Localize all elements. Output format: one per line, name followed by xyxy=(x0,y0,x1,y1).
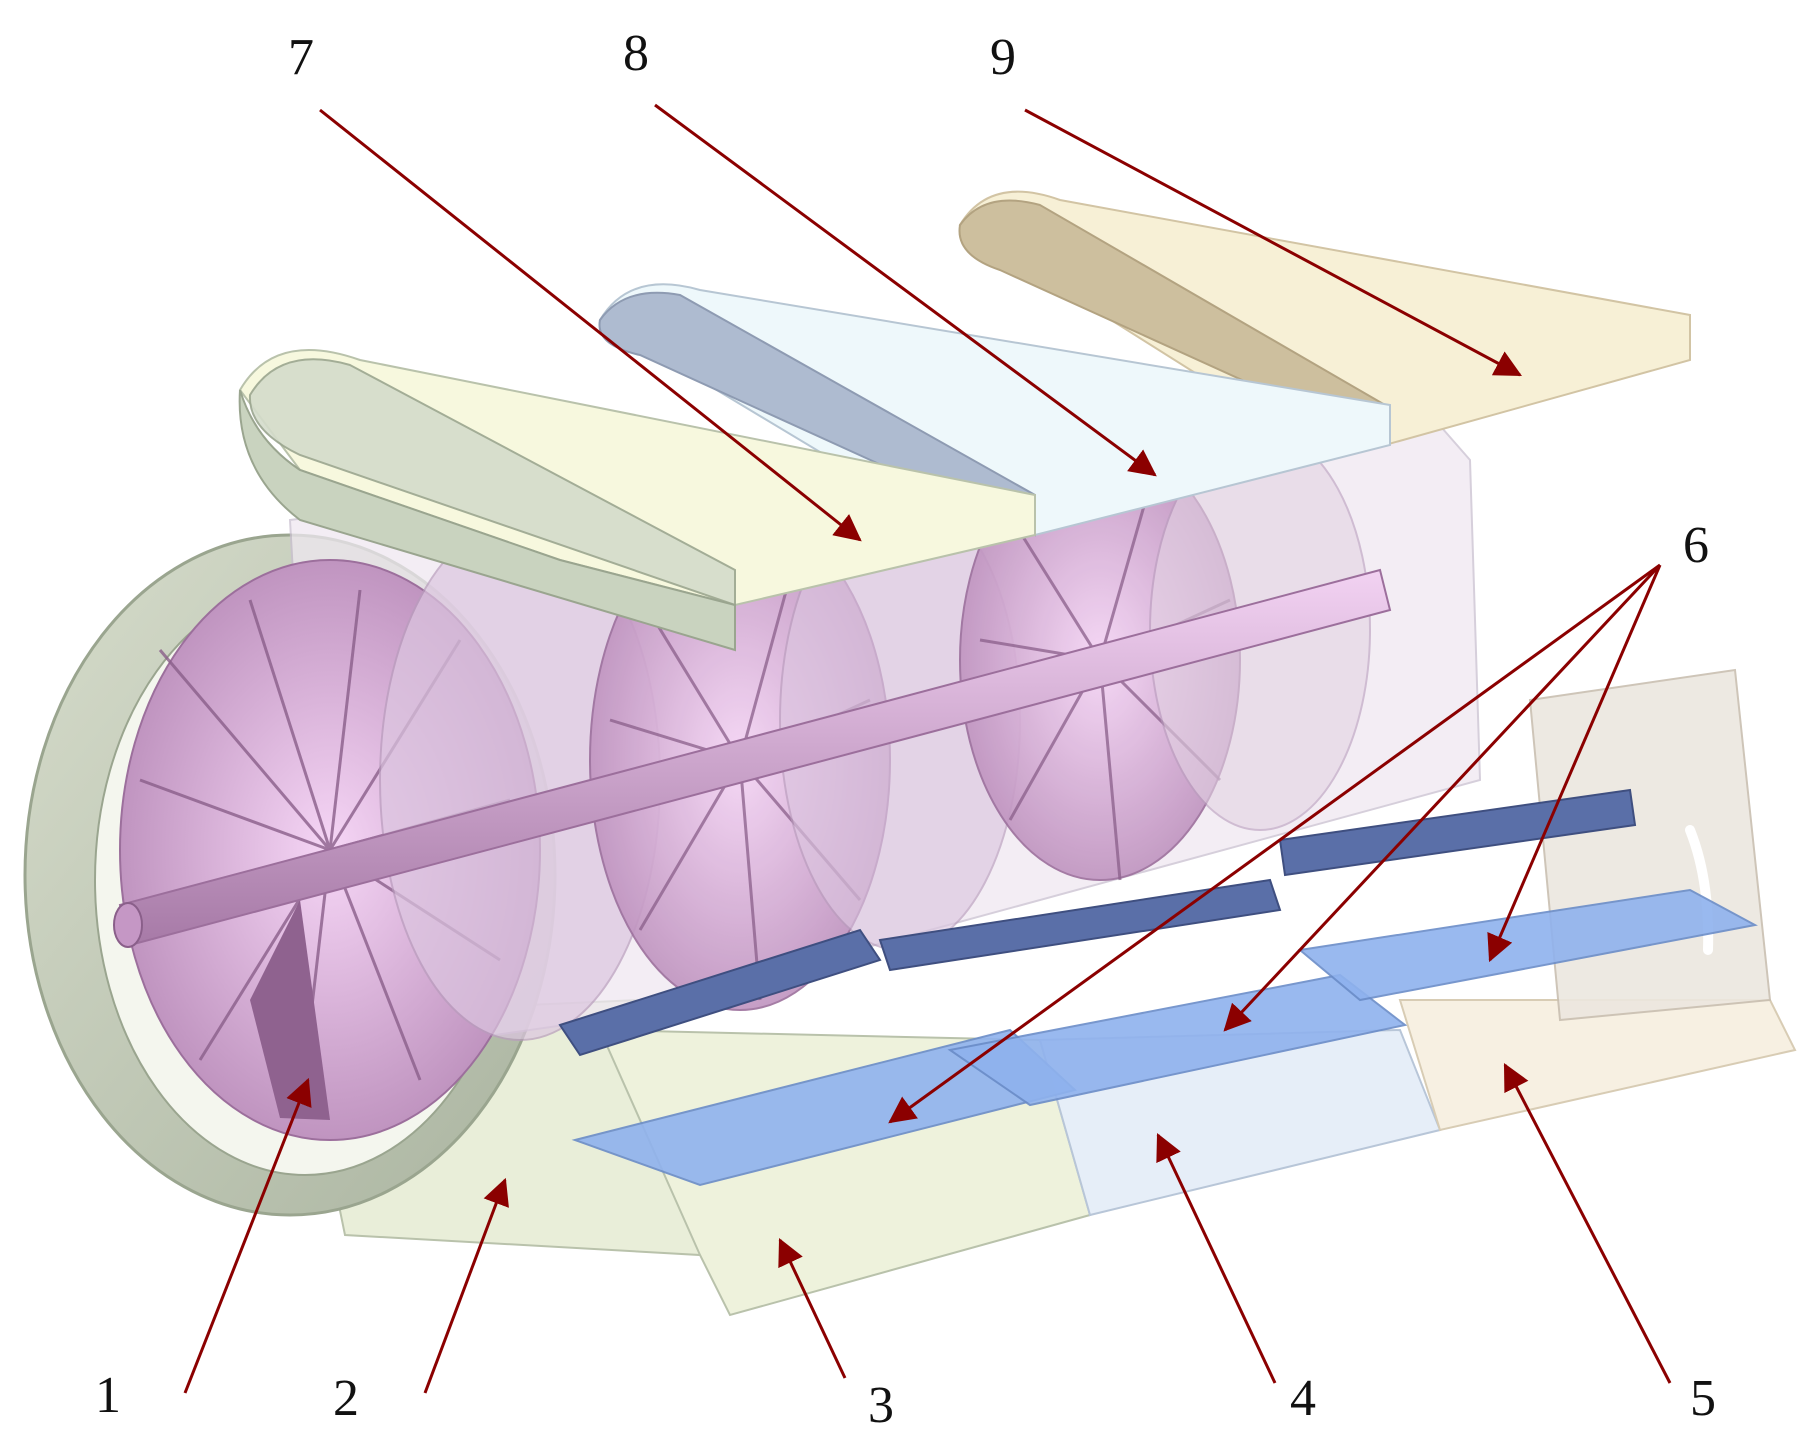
guide-plate-2 xyxy=(947,973,1408,1107)
callout-6: 6 xyxy=(1683,517,1709,574)
callout-leaders xyxy=(183,103,1672,1394)
leader-6a xyxy=(888,563,1661,1124)
callout-3: 3 xyxy=(868,1377,894,1434)
callout-8: 8 xyxy=(623,25,649,82)
callout-4: 4 xyxy=(1290,1370,1316,1427)
guide-rail-2 xyxy=(878,878,1282,972)
leader-9 xyxy=(1024,108,1522,377)
leader-3 xyxy=(778,1237,847,1379)
callout-labels: 1 2 3 4 5 6 7 8 9 xyxy=(95,25,1716,1434)
leader-6b xyxy=(1223,563,1662,1032)
leader-5 xyxy=(1503,1063,1672,1384)
leader-4 xyxy=(1156,1132,1277,1384)
guide-rail-3 xyxy=(1278,788,1637,877)
callout-2: 2 xyxy=(333,1370,359,1427)
guide-rail-1 xyxy=(558,928,882,1057)
shaft-end xyxy=(113,902,143,948)
callout-1: 1 xyxy=(95,1367,121,1424)
leader-1 xyxy=(183,1077,312,1394)
bottom-panel-section-5 xyxy=(1398,999,1797,1132)
front-blade xyxy=(250,900,330,1120)
leader-6c xyxy=(1487,564,1662,963)
leader-2 xyxy=(423,1177,509,1394)
right-end-plate xyxy=(1528,668,1772,1022)
top-panel-section-7-side xyxy=(238,389,736,652)
leader-8 xyxy=(654,103,1157,477)
guide-plate-3 xyxy=(1297,888,1758,1002)
machine-artwork xyxy=(23,190,1797,1317)
top-panel-section-7-lip xyxy=(248,358,736,607)
top-panel-section-8 xyxy=(598,283,1391,537)
callout-9: 9 xyxy=(990,29,1016,86)
callout-5: 5 xyxy=(1690,1370,1716,1427)
callout-7: 7 xyxy=(288,29,314,86)
top-panel-section-9 xyxy=(958,190,1691,447)
leader-7 xyxy=(319,108,862,542)
